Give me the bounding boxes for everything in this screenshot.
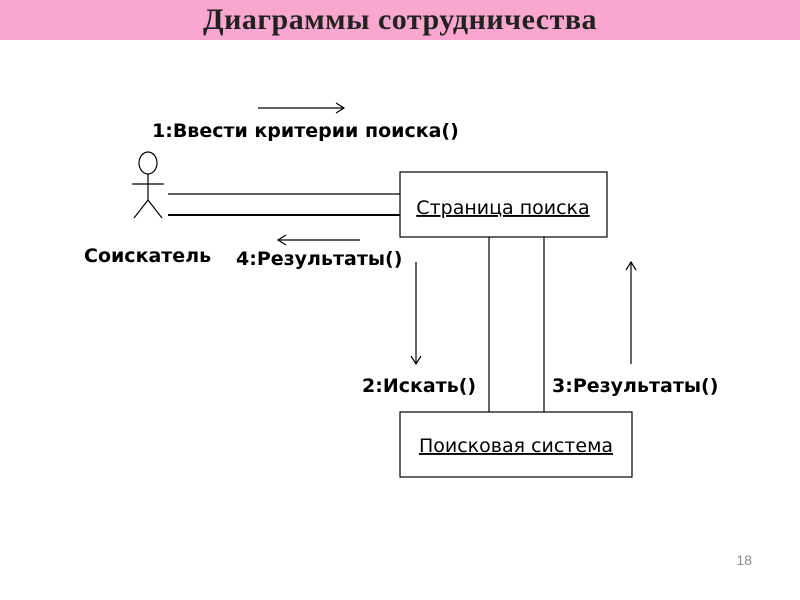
page-number: 18 [736,552,752,568]
message-4-arrow-icon [276,234,360,246]
message-1-label: 1:Ввести критерии поиска() [152,120,459,142]
message-3-label: 3:Результаты() [552,375,718,397]
message-2-arrow-icon [410,262,422,366]
title-bar: Диаграммы сотрудничества [0,0,800,40]
message-4-label: 4:Результаты() [236,248,402,270]
search-page-label: Страница поиска [416,197,589,219]
actor-name: Соискатель [84,245,211,267]
actor-stick-figure-icon [132,151,164,219]
actor-page-link [168,193,400,216]
search-engine-object [399,411,633,478]
page-engine-link [488,237,545,412]
message-3-arrow-icon [625,260,637,364]
message-1-arrow-icon [258,102,346,114]
search-engine-label: Поисковая система [419,435,613,457]
slide-title: Диаграммы сотрудничества [202,3,598,36]
message-2-label: 2:Искать() [362,375,476,397]
search-page-object [399,171,608,238]
